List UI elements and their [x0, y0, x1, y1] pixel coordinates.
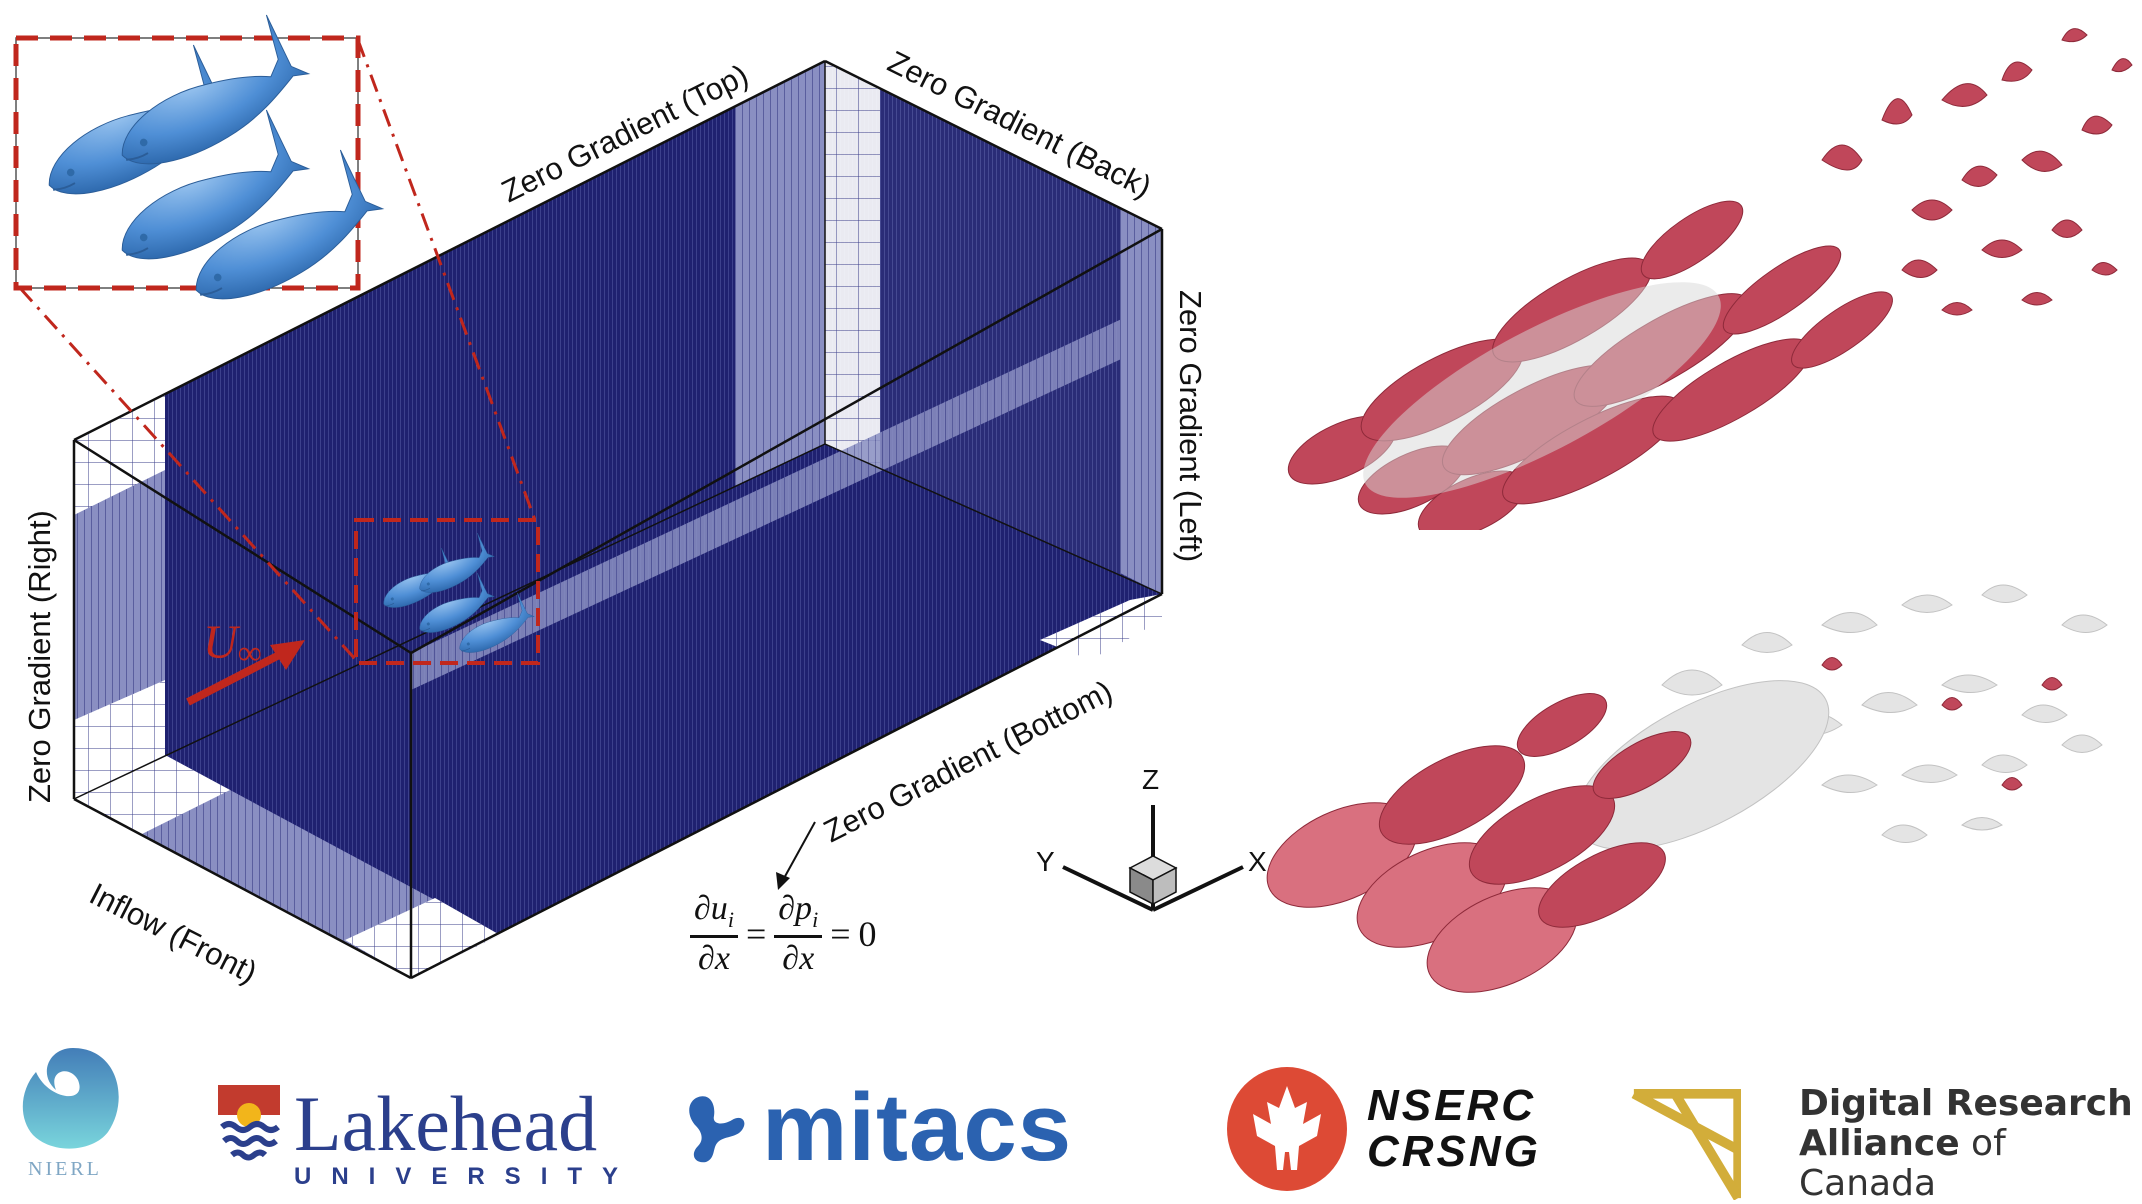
lakehead-crest-icon [218, 1085, 280, 1173]
wake-vortex-visualization-top [1287, 28, 2133, 530]
label-left-boundary: Zero Gradient (Left) [1173, 290, 1208, 563]
inflow-arrow-icon [186, 640, 305, 706]
computational-domain-diagram [13, 7, 1244, 980]
lakehead-logo: Lakehead UNIVERSITY [218, 1085, 638, 1191]
axis-label-z: Z [1142, 764, 1160, 795]
axis-label-y: Y [1036, 846, 1055, 877]
freestream-velocity-label: U∞ [203, 616, 262, 672]
nierl-emblem-icon [22, 1048, 119, 1149]
back-wall-mesh [825, 61, 1162, 594]
maple-leaf-icon [1227, 1067, 1347, 1191]
nserc-line2: CRSNG [1367, 1127, 1541, 1176]
nierl-text: NIERL [28, 1158, 102, 1180]
nserc-line1: NSERC [1367, 1081, 1537, 1130]
lakehead-name: Lakehead [294, 1080, 598, 1167]
bottom-wall-mesh [74, 444, 1162, 978]
mitacs-text: mitacs [762, 1074, 1073, 1181]
axes-cube-icon [1128, 855, 1178, 906]
fish-location-box [354, 518, 540, 665]
dra-line2-bold: Alliance [1799, 1123, 1960, 1164]
nierl-logo: NIERL [8, 1040, 138, 1190]
axis-label-x: X [1248, 846, 1267, 877]
dra-line2-light: of Canada [1799, 1123, 2006, 1204]
digital-research-alliance-logo: Digital Research Alliance of Canada [1630, 1084, 2142, 1204]
mitacs-mark-icon [689, 1096, 745, 1163]
mitacs-logo: mitacs [688, 1080, 1072, 1176]
dra-line1: Digital Research [1799, 1083, 2133, 1124]
label-right-boundary: Zero Gradient (Right) [22, 510, 57, 803]
top-wall-mesh [74, 61, 825, 799]
wake-vortex-visualization-bottom [1266, 584, 2108, 993]
lakehead-subtitle: UNIVERSITY [294, 1163, 639, 1190]
boundary-condition-equation: ∂ui∂x = ∂pi∂x = 0 [690, 890, 877, 978]
nserc-logo: NSERC CRSNG [1225, 1066, 1541, 1192]
dra-mark-icon [1631, 1088, 1742, 1200]
inset-leader-lines [18, 39, 537, 662]
